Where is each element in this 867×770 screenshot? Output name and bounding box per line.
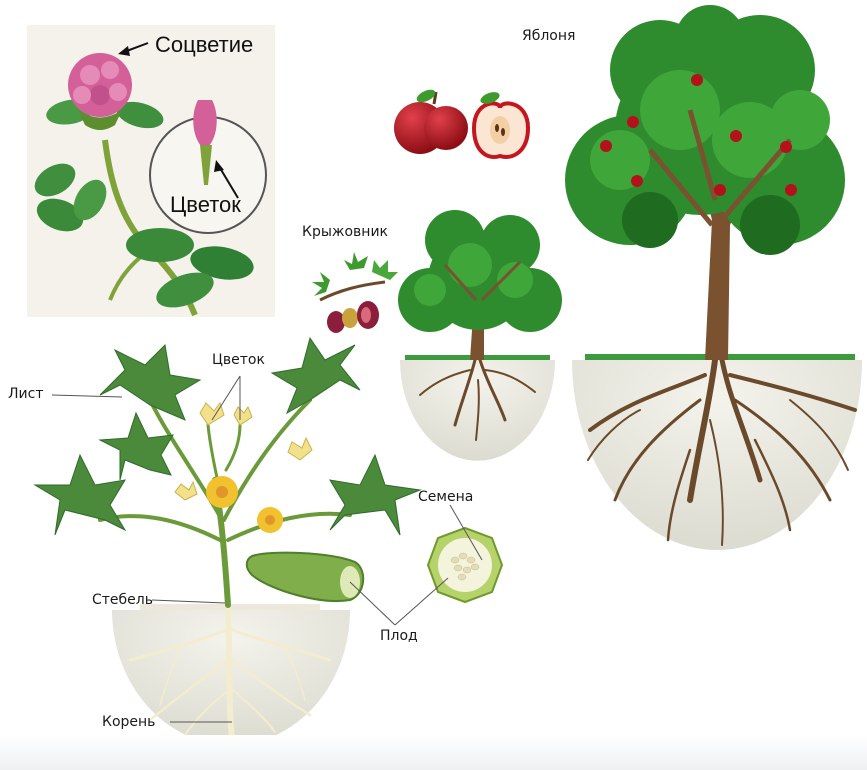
apple-tree: [565, 5, 862, 550]
stem-label: Стебель: [92, 592, 153, 608]
root-label: Корень: [102, 714, 155, 730]
seed-cross-section-icon: [428, 528, 502, 602]
flower-label-zucchini: Цветок: [212, 352, 265, 368]
apple-half-icon: [474, 90, 528, 157]
zucchini-plant: [35, 338, 420, 745]
apple-fruit-icon: [394, 87, 468, 154]
flower-label-clover: Цветок: [170, 192, 241, 218]
seeds-label: Семена: [418, 489, 473, 505]
fruit-label: Плод: [380, 628, 418, 644]
inflorescence-label: Соцветие: [155, 32, 253, 58]
gooseberry-bush: [398, 210, 562, 461]
gooseberry-branch-icon: [312, 252, 398, 333]
leaf-label: Лист: [8, 386, 43, 402]
gooseberry-title: Крыжовник: [302, 224, 388, 240]
clover-plant: [29, 43, 266, 315]
apple-tree-title: Яблоня: [522, 28, 575, 44]
zucchini-fruit-icon: [247, 553, 363, 601]
bottom-fade: [0, 735, 867, 770]
